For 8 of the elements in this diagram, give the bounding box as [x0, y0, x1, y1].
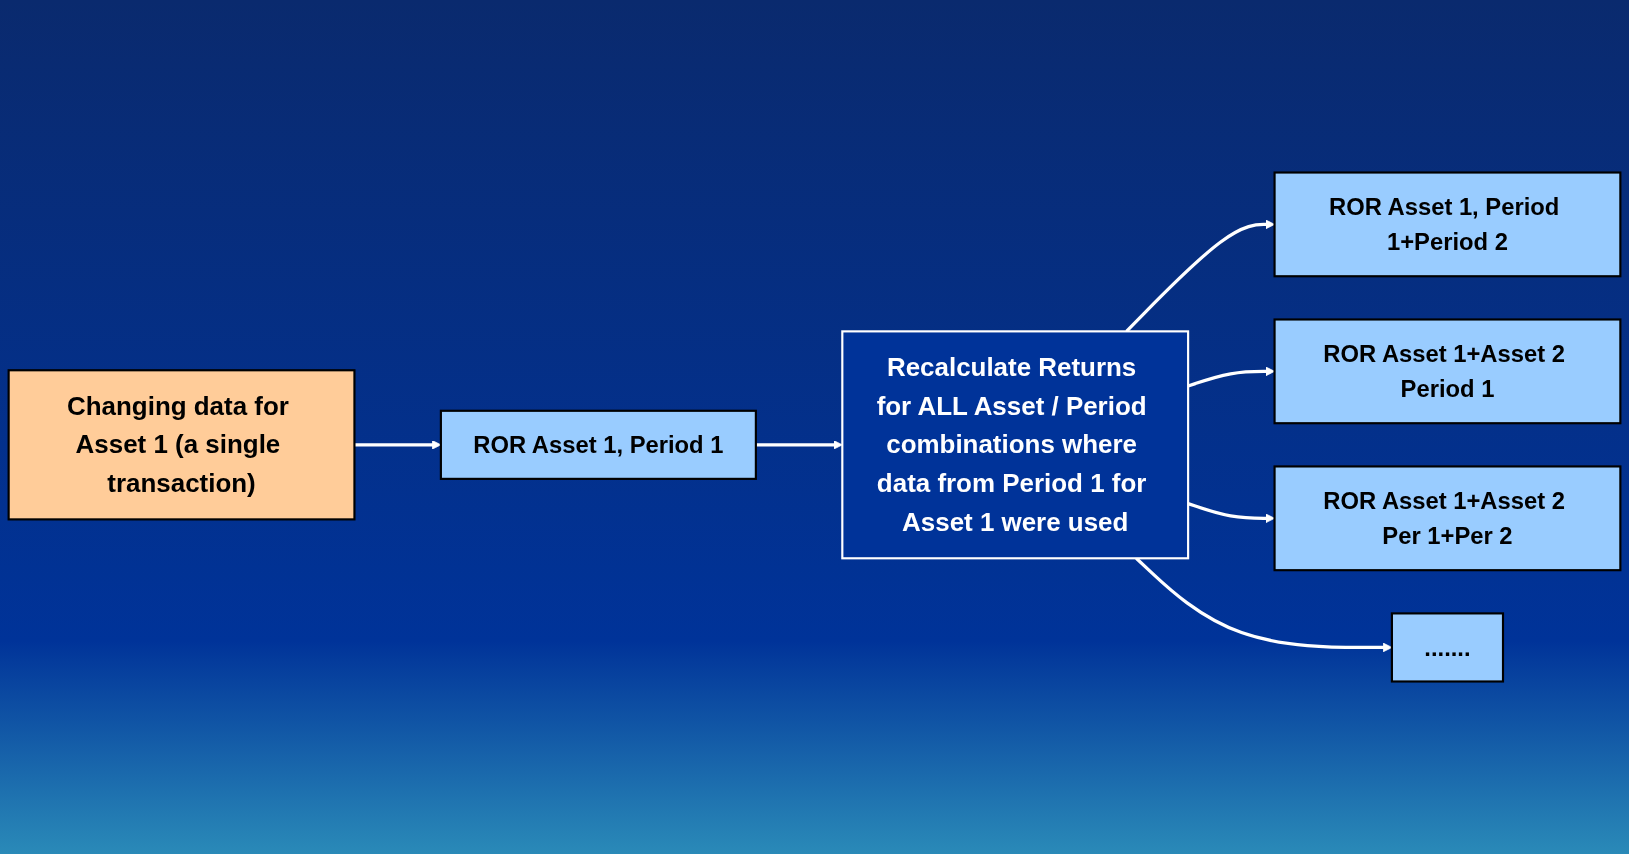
- node-box: Changing data for Asset 1 (a single transaction): [7, 369, 356, 521]
- node-box: ROR Asset 1, Period 1+Period 2: [1273, 171, 1622, 278]
- node-box: Recalculate Returns for ALL Asset / Period combinations where data from Period 1 for Asset 1 were used: [841, 330, 1190, 560]
- node-box: ROR Asset 1+Asset 2 Period 1: [1273, 318, 1622, 425]
- node-box: .......: [1390, 612, 1505, 683]
- node-box: ROR Asset 1+Asset 2 Per 1+Per 2: [1273, 465, 1622, 572]
- arrow: [755, 440, 843, 450]
- node-box: ROR Asset 1, Period 1: [439, 409, 757, 480]
